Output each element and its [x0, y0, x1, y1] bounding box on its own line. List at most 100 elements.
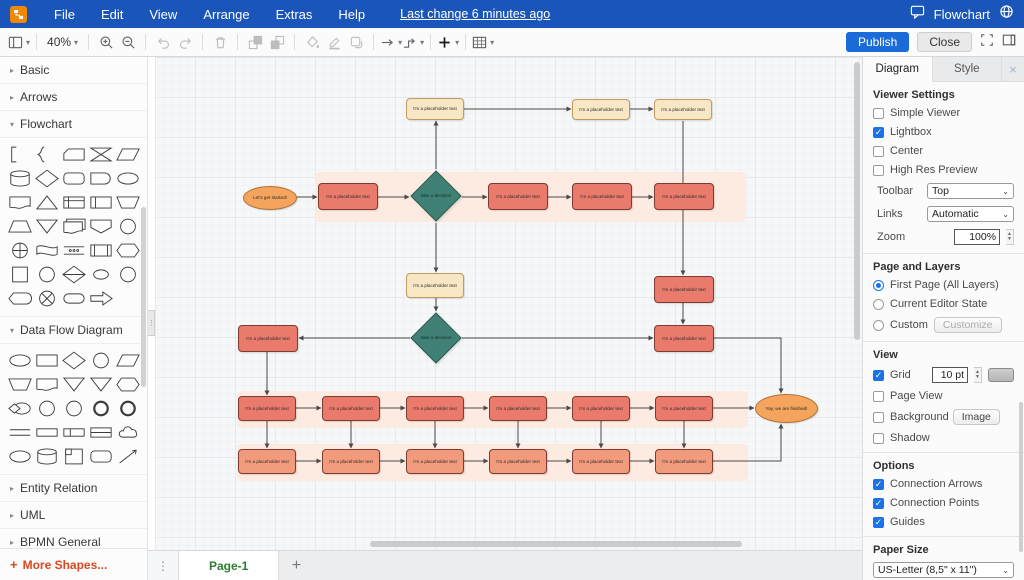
publish-button[interactable]: Publish: [845, 32, 910, 52]
view-panels-button[interactable]: ▾: [8, 31, 30, 53]
process-node[interactable]: I'm a placeholder text: [654, 99, 712, 120]
menu-extras[interactable]: Extras: [275, 6, 313, 22]
shape-delay[interactable]: [87, 166, 114, 190]
checkbox[interactable]: [873, 107, 884, 119]
shape-bracket[interactable]: [6, 142, 33, 166]
shape-parallel-dots[interactable]: [60, 238, 87, 262]
shape-flat-rect[interactable]: [33, 420, 60, 444]
radio-button[interactable]: [873, 319, 884, 331]
terminator-node[interactable]: Yay, we are finished!: [755, 394, 818, 423]
process-node[interactable]: I'm a placeholder text: [238, 449, 296, 474]
checkbox[interactable]: ✓: [873, 516, 884, 528]
shape-triangle-down[interactable]: [33, 214, 60, 238]
shape-diamond[interactable]: [60, 348, 87, 372]
page-tab[interactable]: Page-1: [178, 551, 280, 580]
sidebar-section-entity-relation[interactable]: ▸ Entity Relation: [0, 475, 147, 502]
shape-trapezoid[interactable]: [6, 214, 33, 238]
tab-style[interactable]: Style: [932, 57, 1002, 81]
checkbox[interactable]: ✓: [873, 497, 884, 509]
spinner-buttons[interactable]: ▲▼: [1006, 229, 1014, 245]
shape-document[interactable]: [33, 372, 60, 396]
grid-color-swatch[interactable]: [988, 368, 1014, 382]
process-node[interactable]: I'm a placeholder text: [654, 325, 714, 352]
process-node[interactable]: I'm a placeholder text: [489, 396, 547, 421]
sidebar-section-data-flow-diagram[interactable]: ▾ Data Flow Diagram: [0, 317, 147, 344]
process-node[interactable]: I'm a placeholder text: [654, 183, 714, 210]
shape-off-page[interactable]: [87, 214, 114, 238]
background-image-button[interactable]: Image: [952, 409, 1000, 425]
shape-circle[interactable]: [114, 262, 141, 286]
shape-triangle-up[interactable]: [33, 190, 60, 214]
process-node[interactable]: I'm a placeholder text: [572, 183, 632, 210]
checkbox[interactable]: [873, 390, 884, 402]
shape-corner-rect[interactable]: [60, 444, 87, 468]
shape-thick-circle[interactable]: [87, 396, 114, 420]
shape-terminator[interactable]: [60, 286, 87, 310]
shape-document[interactable]: [6, 190, 33, 214]
canvas-vertical-scrollbar[interactable]: [854, 62, 860, 340]
customize-button[interactable]: Customize: [933, 317, 1002, 333]
select-dropdown[interactable]: Automatic⌄: [927, 206, 1014, 222]
checkbox[interactable]: [873, 432, 884, 444]
shape-circle[interactable]: [114, 214, 141, 238]
shape-arrow-right[interactable]: [87, 286, 114, 310]
table-button[interactable]: ▾: [472, 31, 494, 53]
shape-display[interactable]: [6, 286, 33, 310]
shape-ellipse[interactable]: [114, 166, 141, 190]
tab-diagram[interactable]: Diagram: [863, 57, 933, 82]
select-dropdown[interactable]: Top⌄: [927, 183, 1014, 199]
sidebar-scrollbar[interactable]: [141, 207, 146, 387]
select-dropdown[interactable]: US-Letter (8,5" x 11")⌄: [873, 562, 1014, 578]
radio-button[interactable]: [873, 279, 884, 291]
shape-hexagon[interactable]: [114, 372, 141, 396]
process-node[interactable]: I'm a placeholder text: [322, 449, 380, 474]
process-node[interactable]: I'm a placeholder text: [655, 449, 713, 474]
process-node[interactable]: I'm a placeholder text: [655, 396, 713, 421]
process-node[interactable]: I'm a placeholder text: [572, 99, 630, 120]
shape-sort-diamond[interactable]: [60, 262, 87, 286]
connection-button[interactable]: ▾: [380, 31, 402, 53]
process-node[interactable]: I'm a placeholder text: [488, 183, 548, 210]
grid-size-input[interactable]: 10 pt: [932, 367, 969, 383]
language-globe-icon[interactable]: [999, 4, 1014, 24]
shape-triangle-down[interactable]: [60, 372, 87, 396]
shape-cloud[interactable]: [114, 420, 141, 444]
checkbox[interactable]: [873, 164, 884, 176]
spinner-buttons[interactable]: ▲▼: [974, 367, 982, 383]
checkbox[interactable]: ✓: [873, 478, 884, 490]
shape-ellipse[interactable]: [6, 348, 33, 372]
shape-double-rect[interactable]: [87, 420, 114, 444]
zoom-input[interactable]: 100%: [954, 229, 1001, 245]
shape-paper-tape[interactable]: [33, 238, 60, 262]
diagram-canvas[interactable]: Let's get started!I'm a placeholder text…: [155, 57, 862, 550]
waypoints-button[interactable]: ▾: [402, 31, 424, 53]
panel-scrollbar[interactable]: [1019, 402, 1023, 552]
shape-diagonal-line[interactable]: [114, 444, 141, 468]
shape-diamond[interactable]: [33, 166, 60, 190]
fullscreen-icon[interactable]: [980, 33, 994, 52]
menu-edit[interactable]: Edit: [100, 6, 124, 22]
shape-parallelogram[interactable]: [114, 142, 141, 166]
close-panel-icon[interactable]: ×: [1002, 57, 1024, 81]
close-button[interactable]: Close: [917, 32, 972, 52]
process-node[interactable]: I'm a placeholder text: [322, 396, 380, 421]
radio-button[interactable]: [873, 298, 884, 310]
shape-cylinder[interactable]: [6, 166, 33, 190]
process-node[interactable]: I'm a placeholder text: [406, 98, 464, 120]
shape-circle[interactable]: [87, 348, 114, 372]
shape-parallelogram[interactable]: [114, 348, 141, 372]
last-change-link[interactable]: Last change 6 minutes ago: [400, 7, 551, 21]
canvas-horizontal-scrollbar[interactable]: [370, 541, 742, 547]
shape-cylinder[interactable]: [33, 444, 60, 468]
shape-double-line[interactable]: [6, 420, 33, 444]
shape-split-rect[interactable]: [60, 420, 87, 444]
shape-rounded-rect[interactable]: [60, 166, 87, 190]
decision-node[interactable]: take a decision: [410, 312, 462, 364]
checkbox[interactable]: ✓: [873, 369, 884, 381]
process-node[interactable]: I'm a placeholder text: [406, 449, 464, 474]
zoom-out-button[interactable]: [117, 31, 139, 53]
process-node[interactable]: I'm a placeholder text: [654, 276, 714, 303]
sidebar-section-flowchart[interactable]: ▾ Flowchart: [0, 111, 147, 138]
process-node[interactable]: I'm a placeholder text: [406, 273, 464, 298]
zoom-in-button[interactable]: [95, 31, 117, 53]
